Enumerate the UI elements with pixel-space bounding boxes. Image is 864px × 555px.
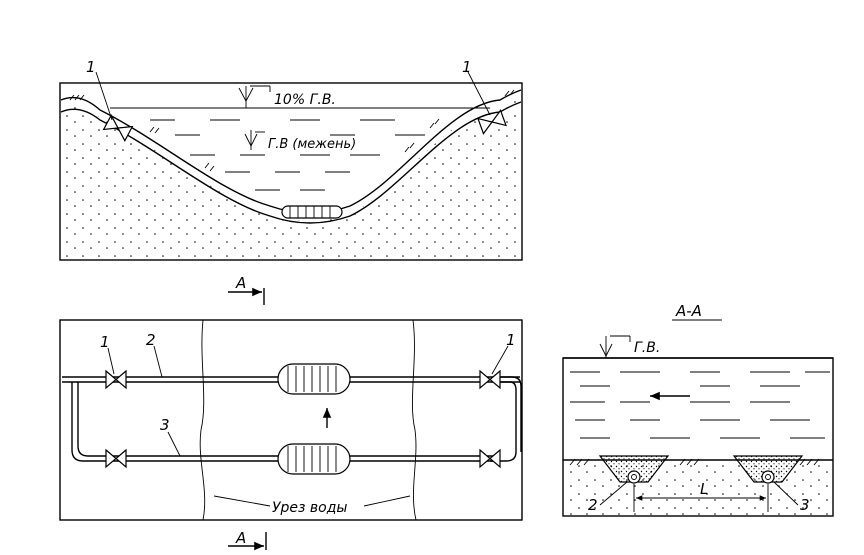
section-view: А-А Г.В. — [562, 302, 834, 517]
plan-valve-top-right-label: 1 — [506, 331, 516, 349]
low-water-marker — [244, 130, 265, 150]
bypass-right — [490, 376, 522, 462]
plan-valve-top-right-icon — [479, 369, 501, 390]
plan-frame — [59, 319, 523, 521]
profile-ground-fill — [61, 96, 521, 259]
profile-valve-right-label: 1 — [462, 58, 472, 76]
section-pipe-main-label: 2 — [588, 496, 598, 514]
section-level-marker — [599, 335, 631, 358]
water-hatching — [150, 119, 425, 191]
flood-level-marker — [238, 85, 271, 108]
section-pipe-reserve-label: 3 — [800, 496, 810, 514]
profile-frame — [59, 82, 523, 261]
flood-level-label: 10% Г.В. — [274, 92, 336, 108]
bank-hatching — [69, 89, 515, 172]
plan-ballast-top — [277, 363, 351, 395]
section-mark-bottom-label: А — [235, 529, 246, 547]
valve-left-icon — [102, 114, 134, 142]
shoreline-label: Урез воды — [272, 500, 347, 516]
section-water-hatching — [570, 371, 830, 439]
trench-left — [598, 455, 670, 484]
section-mark-top — [228, 287, 265, 305]
plan-valve-bottom-left-icon — [105, 448, 127, 469]
profile-valve-left-label: 1 — [86, 58, 96, 76]
ballast-block — [281, 205, 343, 219]
valve-right-icon — [477, 109, 507, 135]
plan-ballast-bottom — [277, 443, 351, 475]
plan-valve-top-left-icon — [105, 369, 127, 390]
low-water-label: Г.В (межень) — [268, 137, 356, 152]
plan-pipe-main-label: 2 — [146, 331, 156, 349]
shoreline-left — [199, 319, 206, 521]
profile-view: 1 1 10% Г.В. Г.В (межень) — [59, 58, 523, 261]
trench-right — [732, 455, 804, 484]
plan-valve-top-left-label: 1 — [100, 333, 110, 351]
section-title: А-А — [675, 302, 702, 320]
plan-pipe-reserve-label: 3 — [160, 416, 170, 434]
distance-dimension — [633, 484, 769, 512]
shoreline-right — [411, 319, 417, 521]
distance-label: L — [700, 480, 708, 498]
section-mark-bottom — [228, 532, 267, 551]
profile-water — [110, 108, 490, 219]
plan-view: А А — [59, 274, 523, 551]
plan-valve-bottom-right-icon — [479, 448, 501, 469]
bypass-left — [71, 382, 105, 462]
section-bed-hatching — [569, 458, 820, 466]
section-level-label: Г.В. — [634, 340, 660, 356]
section-mark-top-label: А — [235, 274, 246, 292]
